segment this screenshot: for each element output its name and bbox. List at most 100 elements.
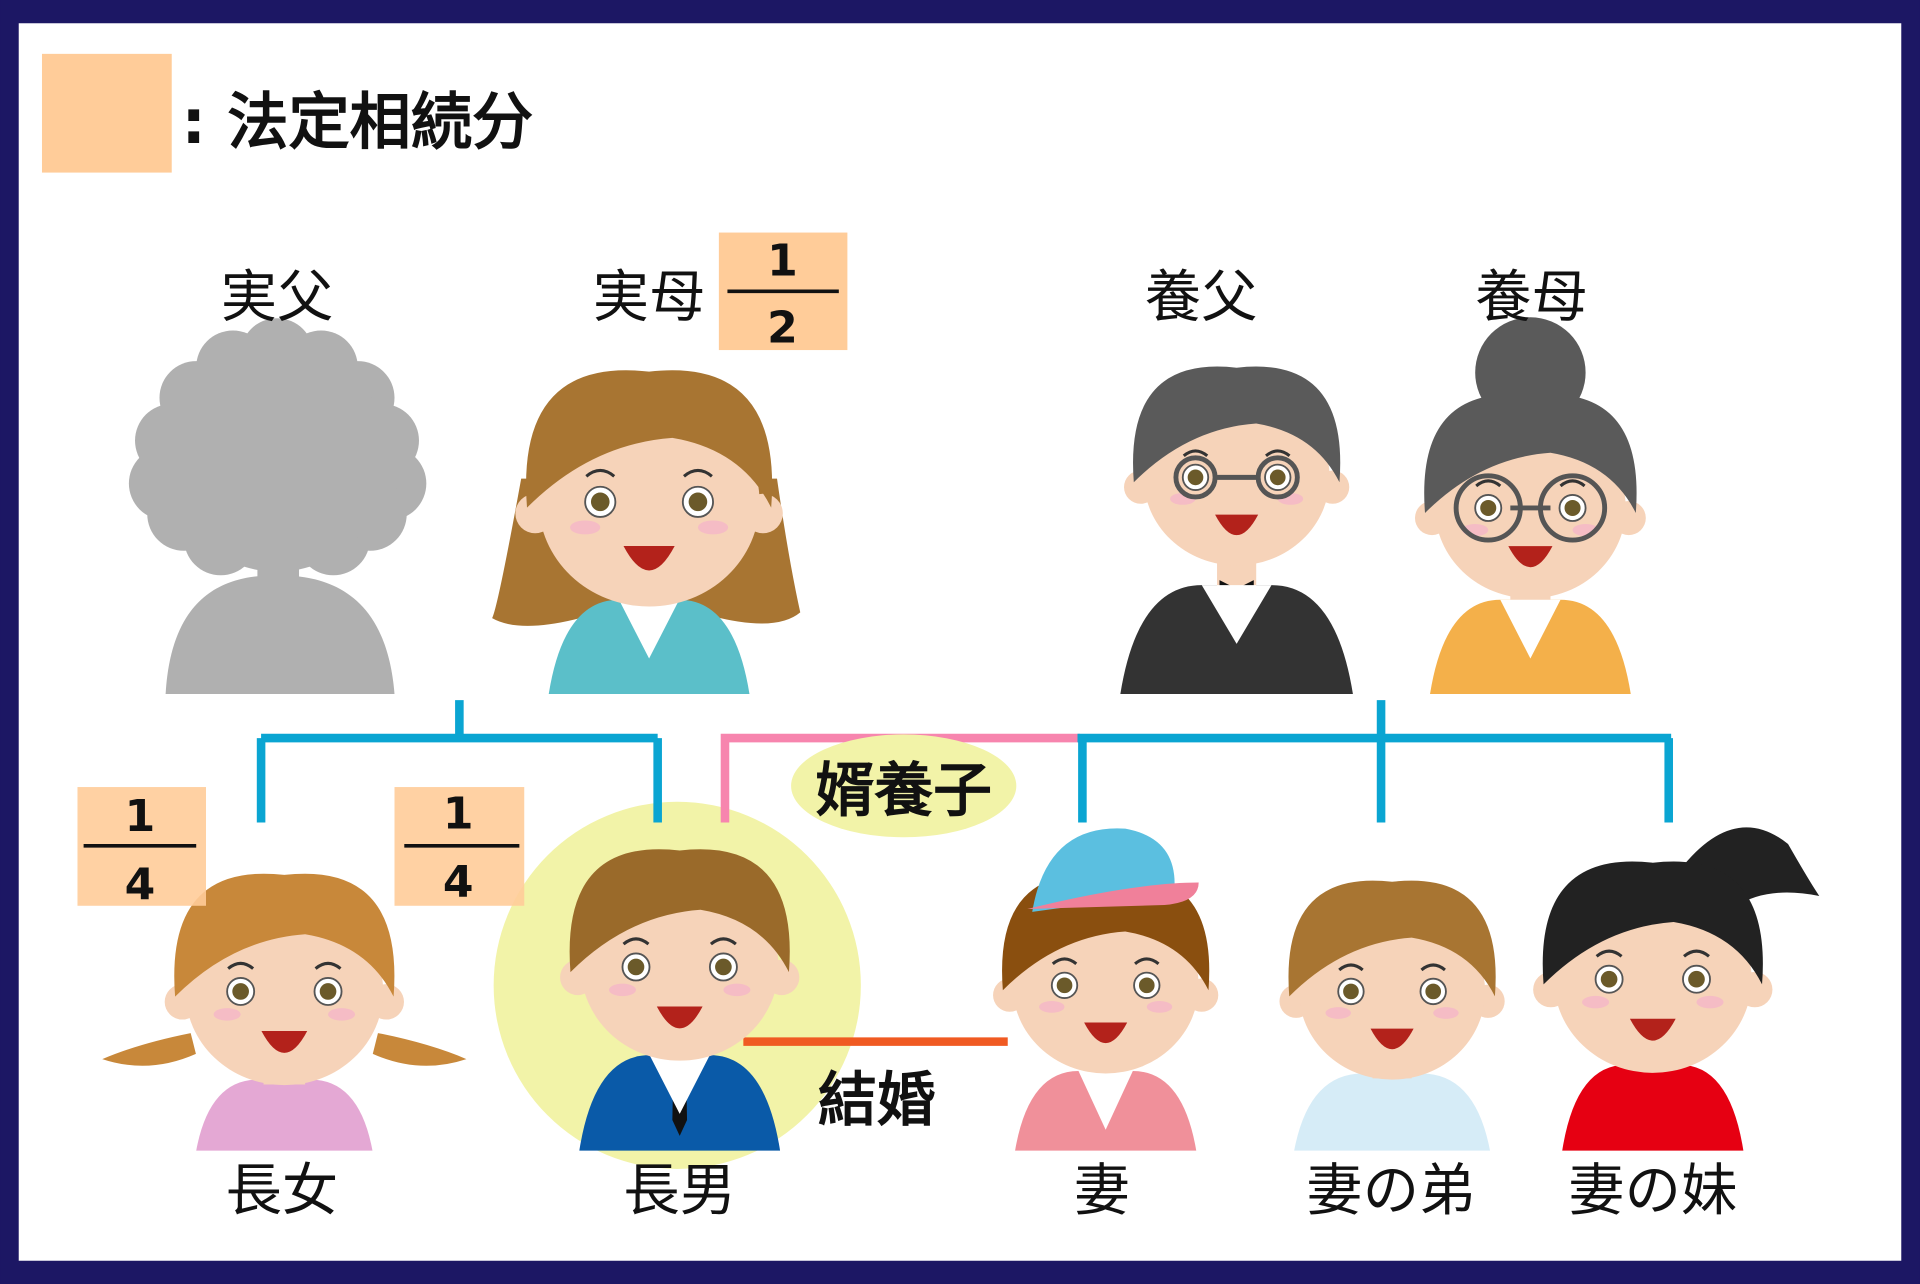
pupil: [1138, 977, 1155, 994]
eyebrow: [1595, 949, 1623, 958]
head: [164, 346, 390, 572]
label-birth-mother: 実母: [593, 265, 706, 330]
cheek: [1696, 995, 1724, 1009]
pigtail-right: [372, 1033, 467, 1066]
share-eldest-daughter: 1 4: [77, 787, 207, 911]
label-wife: 妻: [1074, 1158, 1130, 1223]
hair: [569, 849, 790, 973]
mouth: [261, 1030, 308, 1053]
pupil: [590, 492, 610, 512]
shirt-collar: [1201, 585, 1272, 644]
eldest-son-figure: [560, 849, 800, 1151]
cheek: [213, 1008, 241, 1021]
adoption-label: 婿養子: [816, 755, 992, 824]
label-eldest-daughter: 長女: [226, 1158, 339, 1223]
pupil: [1564, 499, 1581, 516]
cheek: [1582, 995, 1610, 1009]
share-numerator: 1: [125, 791, 156, 842]
share-eldest-son: 1 4: [394, 787, 525, 908]
share-birth-mother: 1 2: [718, 232, 848, 354]
cheek: [1325, 1007, 1351, 1019]
pigtail-left: [102, 1033, 196, 1066]
wife-sister-figure: [1533, 827, 1820, 1151]
hair: [526, 370, 773, 508]
pupil: [1480, 499, 1497, 516]
birth-father-silhouette: [128, 318, 427, 695]
body: [196, 1079, 373, 1151]
shirt-collar: [1500, 599, 1561, 659]
eldest-daughter-figure: [102, 873, 467, 1151]
pupil: [688, 492, 708, 512]
cheek: [1146, 1001, 1173, 1013]
adoptive-parent-line: [1077, 700, 1673, 823]
eyebrow: [1420, 963, 1446, 972]
label-adoptive-mother: 養母: [1475, 265, 1588, 330]
shirt-collar: [618, 599, 680, 659]
share-denominator: 4: [125, 860, 156, 911]
cheek: [328, 1008, 356, 1021]
share-numerator: 1: [767, 235, 798, 286]
label-wife-brother: 妻の弟: [1306, 1158, 1475, 1223]
body: [1294, 1073, 1491, 1151]
adoption-line: [720, 733, 1080, 823]
pupil: [715, 958, 732, 976]
hair: [1133, 366, 1341, 483]
legend: : 法定相続分: [41, 53, 534, 173]
hair: [1424, 394, 1637, 513]
eyebrow: [1051, 957, 1078, 966]
eyebrow: [227, 961, 255, 970]
mouth: [1215, 514, 1259, 536]
glasses-lens: [1173, 455, 1218, 500]
shirt-collar: [649, 1055, 710, 1114]
label-adoptive-father: 養父: [1145, 265, 1258, 330]
legend-swatch: [41, 53, 172, 173]
pupil: [1600, 970, 1618, 988]
figures: [102, 317, 1820, 1151]
adoptive-father-figure: [1120, 366, 1353, 695]
pupil: [1056, 977, 1073, 994]
glasses-lens: [1255, 455, 1300, 500]
eyebrow: [1338, 963, 1364, 972]
cap-brim: [1027, 882, 1199, 909]
pupil: [319, 983, 337, 1000]
wife-figure: [993, 828, 1219, 1151]
pupil: [1269, 469, 1286, 486]
eyebrow: [314, 961, 342, 970]
share-denominator: 4: [443, 857, 474, 908]
family-lines: [256, 700, 1673, 1046]
hair: [174, 873, 395, 997]
mouth: [656, 1006, 703, 1029]
pupil: [1425, 983, 1442, 1000]
pupil: [1343, 983, 1359, 1000]
mouth: [1508, 546, 1553, 568]
eyebrow: [1683, 949, 1710, 958]
hair: [1288, 880, 1496, 997]
cheek: [1039, 1001, 1065, 1013]
adoption-badge: [791, 734, 1017, 838]
wife-brother-figure: [1279, 880, 1505, 1151]
mouth: [1084, 1022, 1128, 1044]
label-eldest-son: 長男: [623, 1158, 736, 1223]
marriage-label: 結婚: [818, 1065, 936, 1134]
eyebrow: [585, 468, 616, 478]
pupil: [627, 958, 645, 976]
shirt-collar: [1078, 1071, 1133, 1130]
mouth: [623, 546, 675, 571]
legend-label: : 法定相続分: [182, 87, 534, 158]
share-numerator: 1: [443, 789, 474, 840]
cheek: [697, 520, 729, 535]
label-wife-sister: 妻の妹: [1568, 1158, 1737, 1223]
eyebrow: [1559, 479, 1586, 488]
eyebrow: [622, 937, 650, 946]
pupil: [1187, 469, 1204, 486]
mouth: [1370, 1028, 1414, 1050]
pupil: [1688, 970, 1705, 988]
body: [165, 575, 395, 695]
label-birth-father: 実父: [221, 265, 334, 330]
cheek: [570, 520, 601, 535]
eyebrow: [709, 937, 737, 946]
eyebrow: [1475, 479, 1502, 488]
cheek: [723, 983, 751, 997]
eyebrow: [1182, 449, 1209, 458]
